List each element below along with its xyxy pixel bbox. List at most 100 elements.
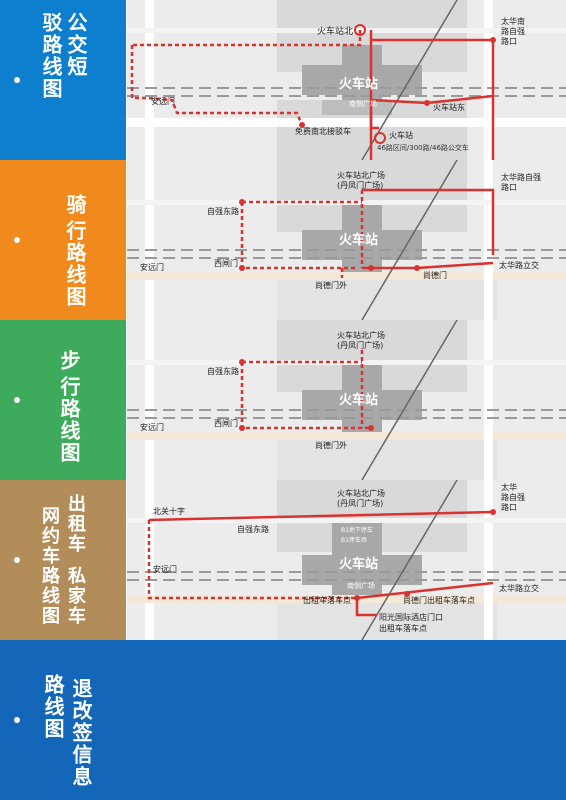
route-stop xyxy=(239,359,245,365)
road xyxy=(145,320,154,480)
map-label-shangqin-taxi: 尚德门出租车落车点 xyxy=(403,595,475,605)
map-label-taihua-line2: 路口 xyxy=(501,182,517,192)
section-title-line: 网约车路线图 xyxy=(39,506,60,626)
route-stop xyxy=(424,100,430,106)
map-label-beiguan: 北关十字 xyxy=(153,506,185,516)
section-title-line: 出租车 xyxy=(65,494,86,554)
map-label-taihua-line2: 路自强 xyxy=(501,26,525,36)
section-taxi: 网约车路线图 私家车 出租车 xyxy=(0,480,566,640)
route-stop xyxy=(490,37,496,43)
road xyxy=(145,480,154,640)
map-canvas: 火车站北广场 (丹凤门广场) 自强东路 火车站 西闸门 安远门 尚德门外 xyxy=(127,320,566,480)
road xyxy=(127,272,566,280)
cycling-route xyxy=(362,188,495,255)
road xyxy=(145,0,154,160)
map-label-taihua-interchange: 太华路立交 xyxy=(499,260,539,270)
map-label-shangqin-lu: 尚德门外 xyxy=(315,440,347,450)
map-label-taihua-line1: 太华南 xyxy=(501,16,525,26)
taxi-route xyxy=(356,581,494,600)
map-bus-route[interactable]: 火车站北 太华南 路自强 路口 火车站 南侧广场 火车站东 安远门 免费南北接驳… xyxy=(127,0,566,160)
map-label-ziqiang-east: 自强东路 xyxy=(237,524,269,534)
section-cycling-sidebar: 骑 行路线图 xyxy=(0,160,126,320)
map-label-taihua-interchange: 太华路立交 xyxy=(499,583,539,593)
map-label-anyuanmen: 安远门 xyxy=(140,422,164,432)
map-label-bus-routes: 46路区间/300路/46路公交车 xyxy=(377,143,469,152)
map-label-xizha: 西闸门 xyxy=(214,258,238,268)
map-label-anyuanmen: 安远门 xyxy=(153,564,177,574)
route-stop xyxy=(368,425,374,431)
section-title-line: 私家车 xyxy=(65,566,86,626)
map-label-station-big: 火车站 xyxy=(339,232,378,248)
city-block xyxy=(277,435,497,480)
map-label-xizha: 西闸门 xyxy=(214,418,238,428)
map-label-north-plaza-sub: (丹凤门广场) xyxy=(337,340,383,350)
bullet-dot xyxy=(14,237,20,243)
section-ticket-info[interactable]: 路线图 退改签信息 xyxy=(0,640,566,800)
route-stop xyxy=(414,265,420,271)
road xyxy=(145,160,154,320)
bullet-dot xyxy=(14,717,20,723)
taxi-route xyxy=(147,520,357,600)
bullet-dot xyxy=(14,77,20,83)
road xyxy=(127,28,566,33)
map-label-station-north: 火车站北 xyxy=(317,25,353,37)
shuttle-route xyxy=(132,30,362,47)
bullet-dot xyxy=(14,397,20,403)
road xyxy=(484,320,493,480)
road xyxy=(127,518,566,523)
map-label-station-east: 火车站东 xyxy=(433,102,465,112)
map-label-plaza: 南侧广场 xyxy=(347,581,375,590)
section-title-line: 公交短 xyxy=(64,12,88,78)
section-walking: 步 行路线图 xyxy=(0,320,566,480)
map-label-north-plaza: 火车站北广场 xyxy=(337,170,385,180)
map-label-anyuanmen: 安远门 xyxy=(151,96,175,106)
map-label-taihua-line1: 太华路自强 xyxy=(501,172,541,182)
map-taxi-route[interactable]: 火车站北广场 (丹凤门广场) 太华 路自强 路口 北关十字 自强东路 B1地下停… xyxy=(127,480,566,640)
section-title-line: 行路线图 xyxy=(63,220,87,308)
map-label-taxi-point: 出租车落车点 xyxy=(303,595,351,605)
map-label-north-plaza: 火车站北广场 xyxy=(337,330,385,340)
map-label-north-plaza: 火车站北广场 xyxy=(337,488,385,498)
rail-track xyxy=(361,160,458,320)
road xyxy=(484,480,493,640)
route-stop xyxy=(368,265,374,271)
map-label-station-big: 火车站 xyxy=(339,392,378,408)
section-title-line: 行路线图 xyxy=(57,376,81,464)
map-label-taihua-line3: 路口 xyxy=(501,502,517,512)
section-title-line: 路线图 xyxy=(41,674,65,740)
section-title-line: 步 xyxy=(57,350,81,372)
road xyxy=(484,0,493,160)
bus-stop-icon xyxy=(374,132,386,144)
taxi-route xyxy=(355,598,377,617)
section-title-line: 驳路线图 xyxy=(39,12,63,100)
shuttle-route xyxy=(130,45,304,126)
route-stop xyxy=(490,509,496,515)
route-stop xyxy=(239,199,245,205)
section-bus: 驳路线图 公交短 xyxy=(0,0,566,160)
map-walking-route[interactable]: 火车站北广场 (丹凤门广场) 自强东路 火车站 西闸门 安远门 尚德门外 xyxy=(127,320,566,480)
road xyxy=(484,160,493,320)
map-label-station-big: 火车站 xyxy=(339,76,378,92)
map-label-north-plaza-sub: (丹凤门广场) xyxy=(337,180,383,190)
section-walking-sidebar: 步 行路线图 xyxy=(0,320,126,480)
map-label-hotel-sub: 出租车落车点 xyxy=(379,623,427,633)
road xyxy=(127,200,566,205)
map-label-free-shuttle: 免费南北接驳车 xyxy=(295,126,351,136)
map-label-taihua-line1: 太华 xyxy=(501,482,517,492)
map-label-parking2: B1停车场 xyxy=(341,536,367,544)
map-cycling-route[interactable]: 火车站北广场 (丹凤门广场) 太华路自强 路口 自强东路 火车站 西闸门 安远门… xyxy=(127,160,566,320)
route-stop xyxy=(239,265,245,271)
road xyxy=(127,360,566,365)
bullet-dot xyxy=(14,557,20,563)
section-bus-sidebar: 驳路线图 公交短 xyxy=(0,0,126,160)
map-label-ziqiang-east: 自强东路 xyxy=(207,366,239,376)
city-block xyxy=(277,275,497,320)
route-stop xyxy=(404,591,410,597)
map-label-parking1: B1地下停车 xyxy=(341,526,373,534)
section-title-line: 骑 xyxy=(63,194,87,216)
taxi-route xyxy=(148,510,494,522)
road xyxy=(127,118,566,127)
map-canvas: 火车站北广场 (丹凤门广场) 太华 路自强 路口 北关十字 自强东路 B1地下停… xyxy=(127,480,566,640)
station-building xyxy=(332,520,382,600)
